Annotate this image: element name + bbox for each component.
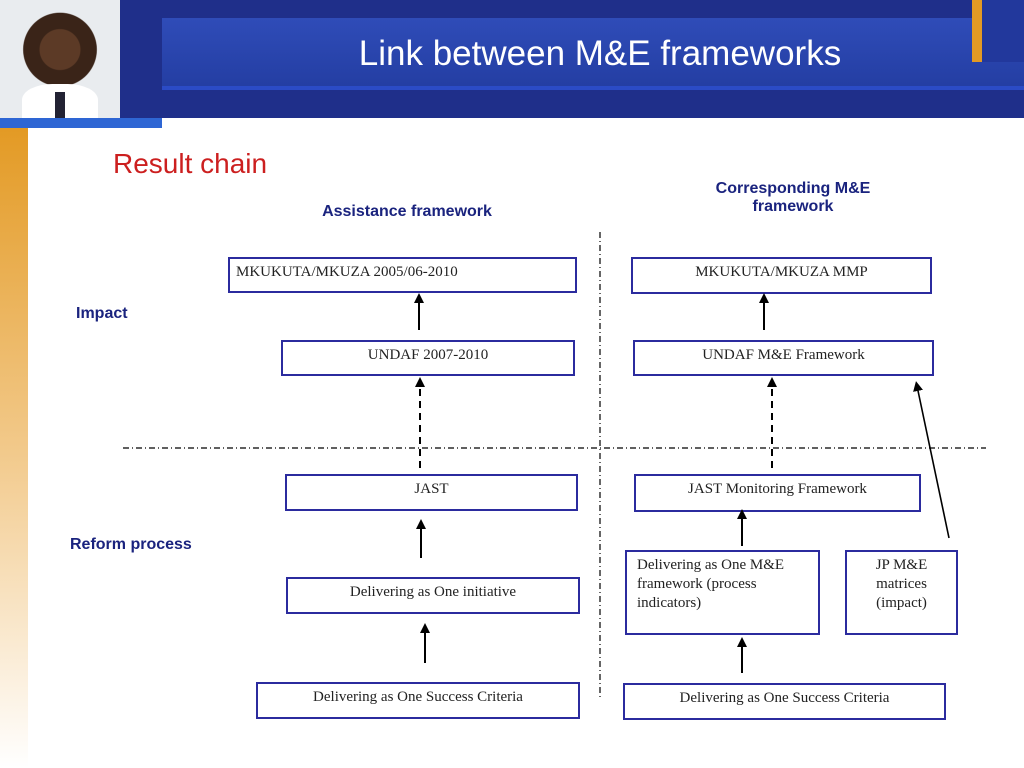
orange-accent-bar [972, 0, 982, 62]
blue-accent-bar [982, 0, 1024, 62]
corresponding-me-heading: Corresponding M&E framework [715, 180, 871, 215]
dao-me-box: Delivering as One M&E framework (process… [625, 550, 820, 635]
assistance-framework-heading: Assistance framework [322, 203, 492, 220]
mkukuta-box: MKUKUTA/MKUZA 2005/06-2010 [228, 257, 577, 293]
jast-monitoring-box: JAST Monitoring Framework [634, 474, 921, 512]
jp-me-box: JP M&E matrices (impact) [845, 550, 958, 635]
header-stripe [162, 18, 1024, 86]
header-line [162, 86, 1024, 90]
dao-success-right-box: Delivering as One Success Criteria [623, 683, 946, 720]
jast-box: JAST [285, 474, 578, 511]
arrow-jp-me-to-undaf-me [913, 381, 950, 539]
slide-subtitle: Result chain [113, 148, 268, 179]
side-gradient-bar [0, 128, 28, 768]
dao-initiative-box: Delivering as One initiative [286, 577, 580, 614]
undaf-me-box: UNDAF M&E Framework [633, 340, 934, 376]
impact-label: Impact [76, 305, 128, 322]
child-photo [0, 0, 120, 118]
header-bottom-accent [0, 118, 162, 128]
photo-tie [55, 92, 65, 118]
dao-success-left-box: Delivering as One Success Criteria [256, 682, 580, 719]
slide-title: Link between M&E frameworks [358, 34, 842, 73]
mkukuta-mmp-box: MKUKUTA/MKUZA MMP [631, 257, 932, 294]
reform-process-label: Reform process [70, 536, 192, 553]
undaf-box: UNDAF 2007-2010 [281, 340, 575, 376]
